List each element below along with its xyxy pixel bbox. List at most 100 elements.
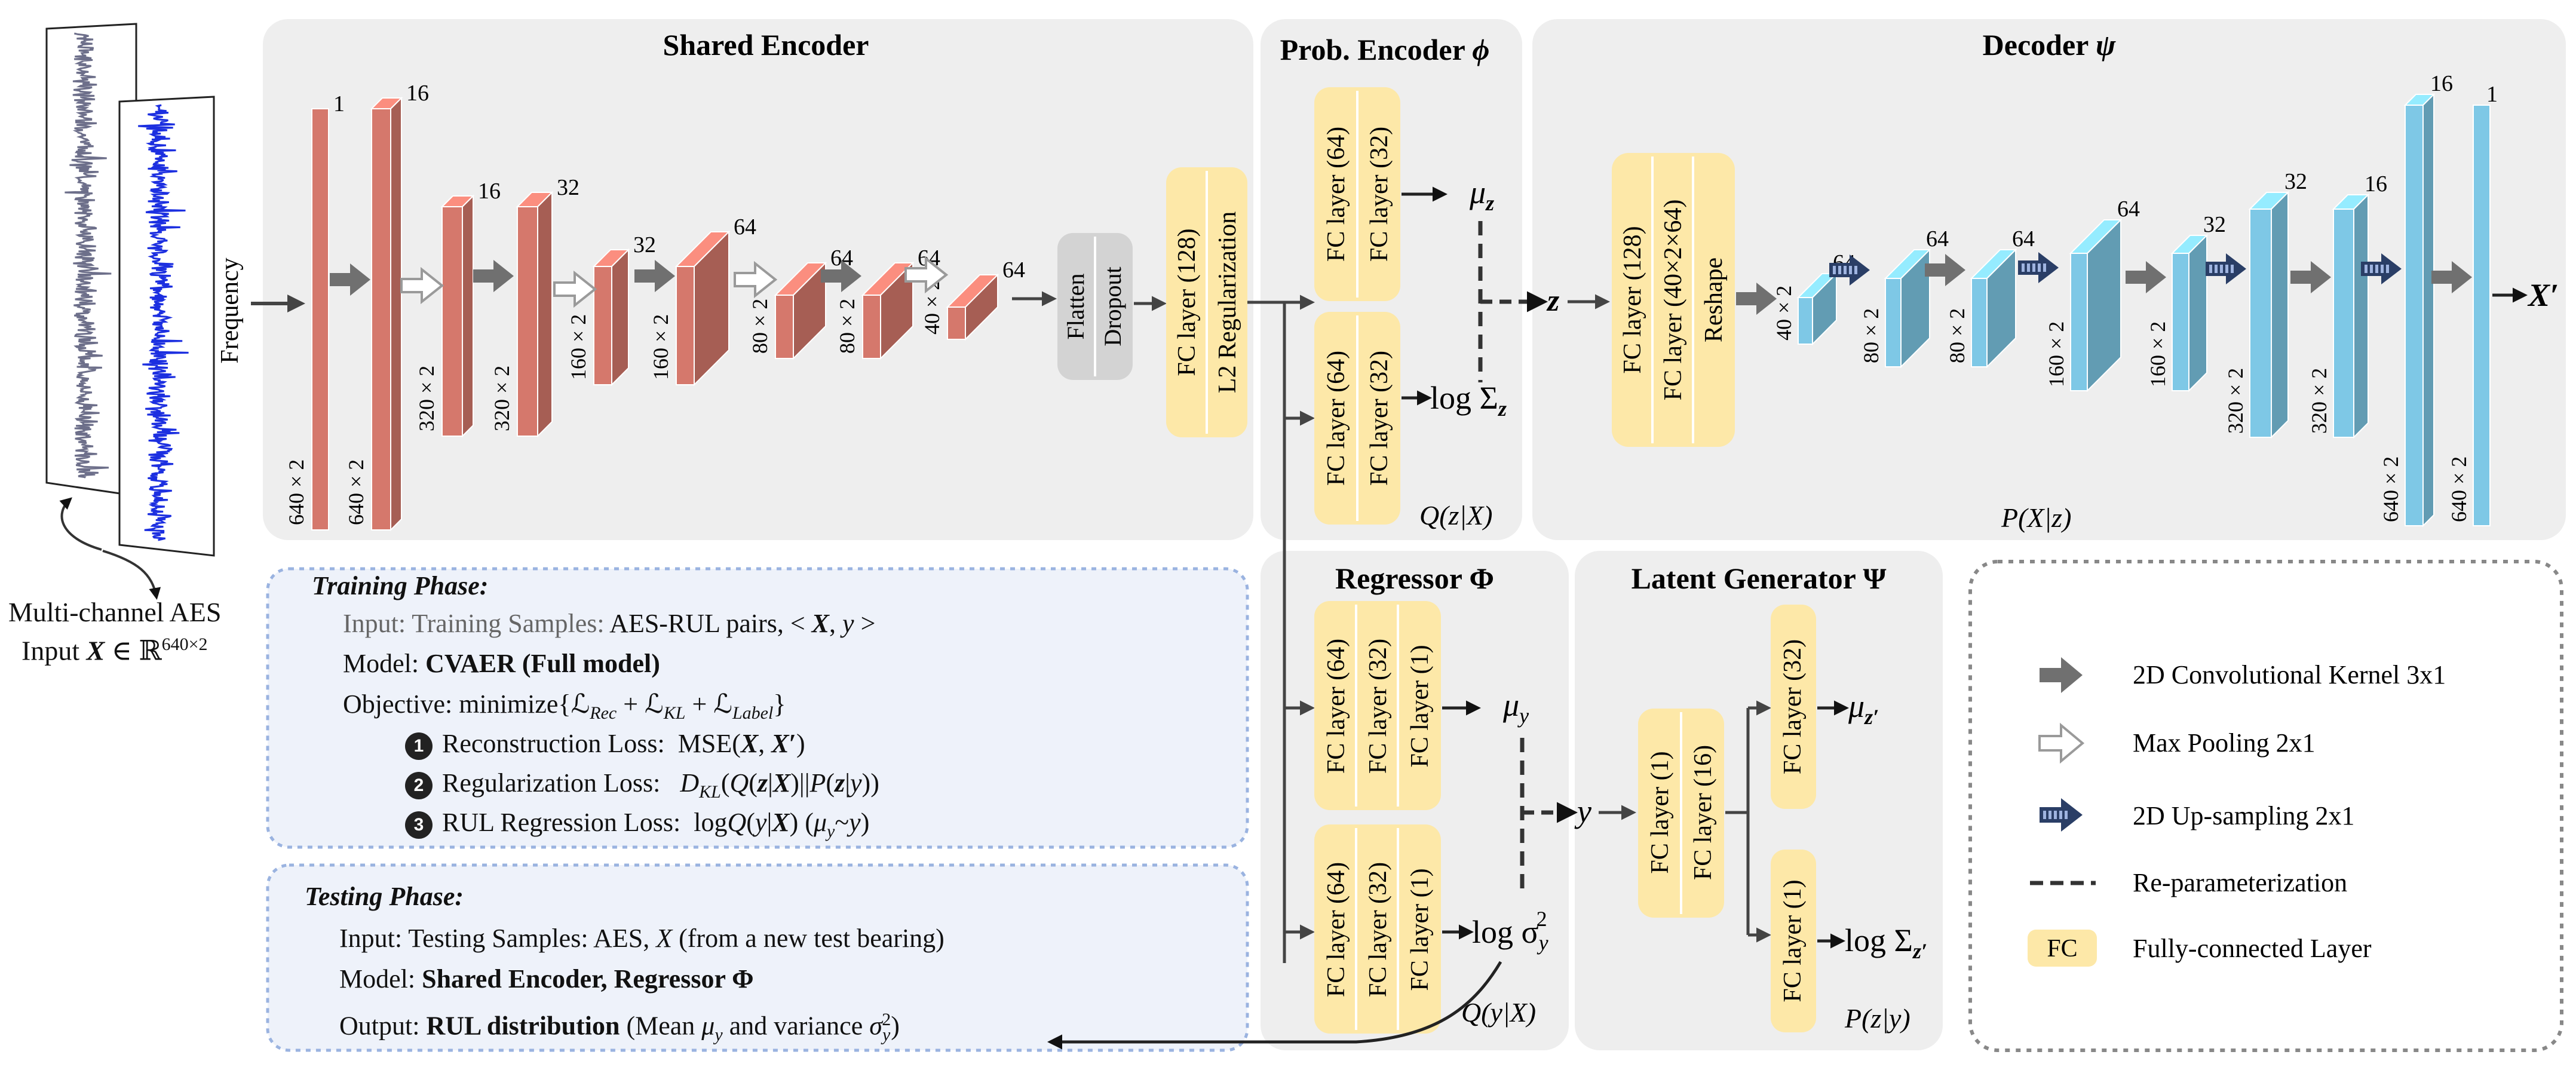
training-title: Training Phase: [312,571,489,600]
decoder-dim-8: 640 × 2 [2379,456,2403,522]
encoder-block-6 [674,230,731,387]
svg-text:FC layer (1): FC layer (1) [1406,868,1434,991]
regressor-dist: Q(y|X) [1461,997,1536,1028]
svg-text:2D Up-sampling 2x1: 2D Up-sampling 2x1 [2133,801,2355,830]
svg-text:FC layer (64): FC layer (64) [1323,862,1350,997]
decoder-dist: P(X|z) [2001,502,2071,533]
dec-conv-arrow-1 [1736,283,1777,315]
svg-text:FC layer (32): FC layer (32) [1364,862,1392,997]
encoder-dim-2: 640 × 2 [344,459,368,525]
encoder-channel-1: 1 [333,91,345,116]
latent-generator-panel [1575,551,1943,1050]
prob-sigma-output: log Σz [1430,380,1507,421]
svg-text:FC layer (40×2×64): FC layer (40×2×64) [1660,200,1687,401]
legend-upsample: 2D Up-sampling 2x1 [2040,798,2355,832]
testing-input: Input: Testing Samples: AES, X (from a n… [339,924,944,953]
frequency-label: Frequency [216,257,244,363]
encoder-dim-3: 320 × 2 [415,366,438,431]
decoder-block-6 [2248,191,2290,439]
dec-conv-arrow-9 [2431,261,2472,293]
encoder-block-4 [516,191,554,438]
upsample-arrow-icon [2040,798,2083,832]
conv-arrow-icon [2040,657,2083,693]
conv-arrow-7 [821,260,861,292]
encoder-dim-5: 160 × 2 [566,314,590,380]
prob-encoder-dist: Q(z|X) [1419,500,1493,531]
pool-arrow-icon [2038,722,2085,764]
shared-encoder-title: Shared Encoder [663,28,869,62]
training-model: Model: CVAER (Full model) [343,649,660,678]
input-caption-line1: Multi-channel AES [8,597,222,627]
input-signal-gray [45,23,137,497]
svg-text:FC layer (16): FC layer (16) [1689,745,1717,880]
decoder-block-2 [1884,248,1931,369]
dec-conv-arrow-7 [2290,261,2331,293]
svg-text:FC layer (32): FC layer (32) [1366,351,1393,486]
decoder-dim-5: 160 × 2 [2146,321,2170,387]
svg-text:FC layer (64): FC layer (64) [1323,351,1350,486]
decoder-block-8 [2403,93,2436,528]
pool-arrow-6 [734,260,778,299]
latent-sigma-output: log Σz′ [1845,922,1927,963]
svg-text:FC layer (128): FC layer (128) [1619,226,1646,373]
input-curve-arrow-2 [102,550,161,600]
decoder-block-3 [1970,248,2017,369]
latent-generator-title: Latent Generator Ψ [1632,562,1887,595]
prob-encoder-mu-fc: FC layer (64) FC layer (32) [1314,87,1400,301]
conv-arrow-5 [634,260,675,292]
encoder-block-3 [440,194,475,438]
legend-pool: Max Pooling 2x1 [2038,722,2316,764]
encoder-fc-label: FC layer (128) [1173,228,1201,376]
upsample-arrow-8 [2361,253,2402,284]
reg-mu-output: μy [1502,687,1529,728]
decoder-dim-2: 80 × 2 [1859,308,1883,363]
decoder-dim-9: 640 × 2 [2447,456,2471,522]
decoder-output: X′ [2527,277,2559,313]
decoder-title: Decoder ψ [1983,28,2116,62]
decoder-block-4 [2069,218,2123,393]
upsample-arrow-2 [1829,255,1870,286]
training-input: Input: Training Samples: AES-RUL pairs, … [343,609,876,638]
latent-sigma-fc: FC layer (1) [1771,850,1816,1032]
testing-box [266,863,1249,1052]
encoder-l2-label: L2 Regularization [1214,211,1241,393]
training-objective: Objective: minimize{ℒRec + ℒKL + ℒLabel} [343,689,786,723]
encoder-dim-4: 320 × 2 [490,366,514,431]
prob-encoder-sigma-fc: FC layer (64) FC layer (32) [1314,312,1400,525]
testing-model: Model: Shared Encoder, Regressor Φ [339,964,754,994]
decoder-channel-7: 16 [2365,171,2387,197]
encoder-block-5 [592,248,630,387]
latent-mu-output: μz′ [1848,688,1879,729]
legend-panel [1968,560,2563,1052]
encoder-channel-6: 64 [734,214,756,240]
svg-text:Max Pooling 2x1: Max Pooling 2x1 [2133,728,2316,758]
z-label: z [1546,284,1560,318]
encoder-channel-3: 16 [478,179,501,204]
dec-conv-arrow-5 [2126,261,2166,293]
upsample-arrow-6 [2206,253,2246,284]
encoder-dim-8: 80 × 2 [835,299,859,354]
pool-arrow-4 [553,270,597,308]
decoder-dim-1: 40 × 2 [1772,286,1796,341]
legend-fc: FC Fully-connected Layer [2028,930,2372,967]
decoder-channel-9: 1 [2486,82,2498,107]
encoder-block-9 [946,273,999,341]
encoder-dim-9: 40 × 2 [920,280,944,335]
conv-arrow-1 [330,263,370,296]
encoder-dim-6: 160 × 2 [649,314,673,380]
decoder-dim-4: 160 × 2 [2044,321,2068,387]
encoder-channel-4: 32 [557,175,579,200]
encoder-dim-1: 640 × 2 [284,459,308,525]
decoder-dim-7: 320 × 2 [2307,368,2331,434]
latent-mu-fc: FC layer (32) [1771,605,1816,809]
latent-fc-box: FC layer (1) FC layer (16) [1638,709,1724,918]
regressor-sigma-fc: FC layer (64) FC layer (32) FC layer (1) [1314,824,1441,1034]
training-box [266,567,1249,849]
prob-encoder-title: Prob. Encoder ϕ [1280,33,1490,66]
svg-text:FC layer (1): FC layer (1) [1406,645,1434,767]
svg-text:FC layer (1): FC layer (1) [1646,751,1674,873]
legend-conv: 2D Convolutional Kernel 3x1 [2040,657,2446,693]
